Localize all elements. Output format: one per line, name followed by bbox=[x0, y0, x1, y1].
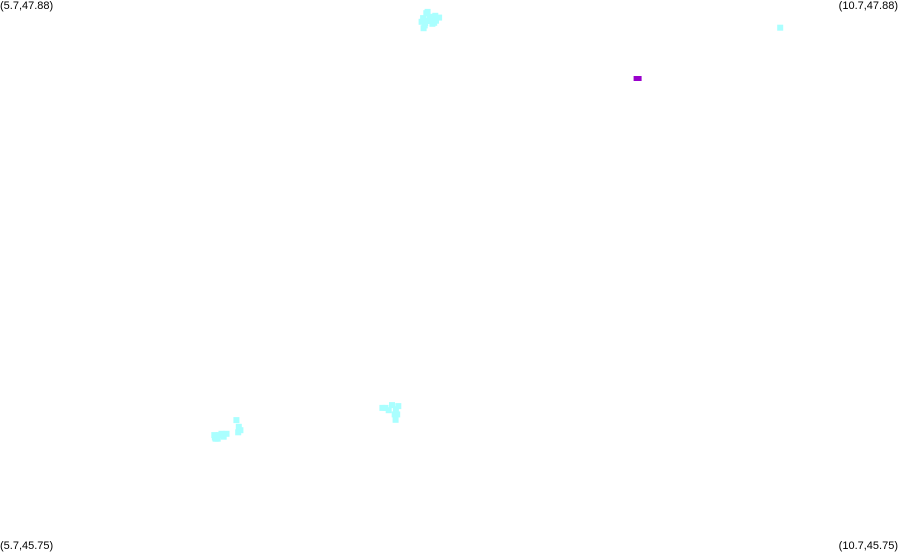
cluster-marker bbox=[422, 20, 429, 27]
cluster-marker bbox=[432, 12, 439, 19]
corner-label-bottom-right: (10.7,45.75) bbox=[838, 540, 898, 552]
highlight-marker bbox=[633, 76, 642, 81]
cluster-marker bbox=[394, 411, 401, 418]
cluster-marker bbox=[211, 434, 218, 441]
cluster-marker bbox=[418, 18, 425, 25]
cluster-marker bbox=[429, 20, 436, 27]
cluster-marker bbox=[392, 416, 399, 423]
corner-label-top-right: (10.7,47.88) bbox=[838, 0, 898, 12]
cluster-marker bbox=[420, 25, 427, 32]
cluster-marker bbox=[389, 402, 395, 409]
cluster-marker bbox=[436, 14, 443, 21]
cluster-marker bbox=[233, 417, 240, 424]
cluster-marker bbox=[395, 403, 402, 410]
cluster-marker bbox=[433, 17, 439, 24]
corner-label-top-left: (5.7,47.88) bbox=[0, 0, 54, 12]
cluster-marker bbox=[382, 404, 389, 411]
markers-layer bbox=[211, 8, 784, 442]
cluster-marker bbox=[223, 430, 230, 437]
cluster-marker bbox=[426, 15, 433, 22]
cluster-marker bbox=[235, 423, 242, 430]
cluster-marker bbox=[392, 406, 399, 413]
cluster-marker bbox=[423, 10, 430, 17]
corner-label-bottom-left: (5.7,45.75) bbox=[0, 540, 54, 552]
cluster-marker bbox=[420, 15, 427, 22]
cluster-marker bbox=[385, 407, 392, 414]
cluster-marker bbox=[379, 404, 386, 411]
cluster-marker bbox=[777, 24, 784, 31]
cluster-marker bbox=[237, 427, 244, 434]
